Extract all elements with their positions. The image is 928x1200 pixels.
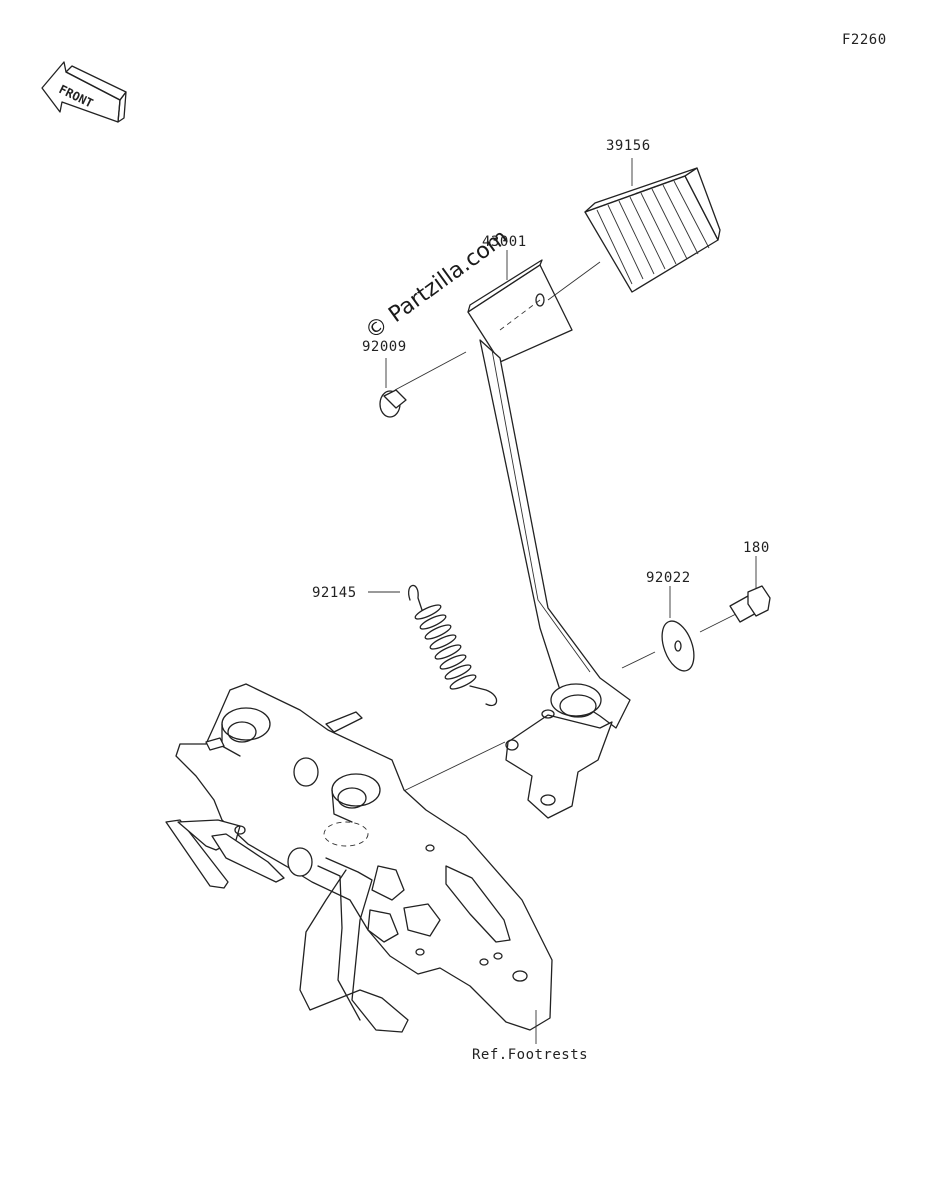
- front-arrow-icon: FRONT: [41, 61, 127, 123]
- bolt-180[interactable]: [729, 556, 771, 623]
- callout-39156: 39156: [606, 138, 651, 154]
- washer-92022[interactable]: [656, 586, 700, 675]
- callout-92009: 92009: [362, 339, 407, 355]
- callout-43001: 43001: [482, 234, 527, 250]
- bolt-92009[interactable]: [379, 358, 407, 418]
- callout-92145: 92145: [312, 585, 357, 601]
- footrest-bracket[interactable]: [165, 683, 553, 1044]
- callout-92022: 92022: [646, 570, 691, 586]
- spring-92145[interactable]: [368, 584, 498, 707]
- diagram-code: F2260: [842, 32, 887, 48]
- brake-pedal[interactable]: [467, 250, 631, 819]
- callout-ref-footrests: Ref.Footrests: [472, 1047, 588, 1063]
- pedal-rubber[interactable]: [584, 158, 721, 293]
- callout-180: 180: [743, 540, 770, 556]
